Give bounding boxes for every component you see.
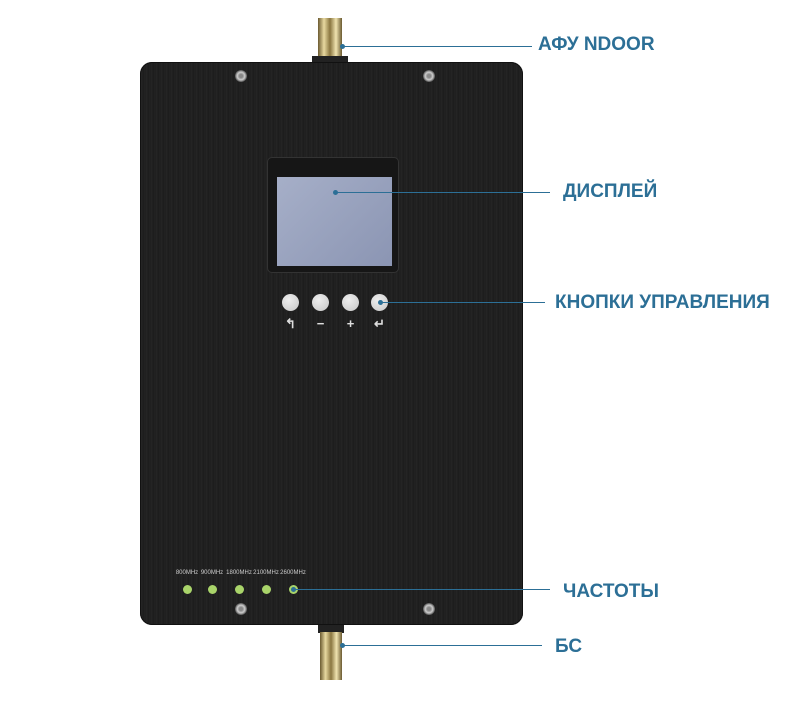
- top-connector-base: [312, 56, 348, 66]
- label-antenna: АФУ NDOOR: [538, 34, 655, 55]
- pointer-line: [342, 645, 542, 646]
- plus-button[interactable]: [342, 294, 359, 311]
- led-1800: [235, 585, 244, 594]
- pointer-line: [293, 589, 550, 590]
- freq-label: 900MHz: [200, 570, 224, 576]
- freq-label: 800MHz: [175, 570, 199, 576]
- pointer-line: [380, 302, 545, 303]
- back-icon: ↰: [285, 316, 296, 331]
- pointer-line: [342, 46, 532, 47]
- screw-icon: [235, 603, 247, 615]
- repeater-body: [140, 62, 523, 625]
- plus-icon: +: [346, 316, 355, 331]
- label-display: ДИСПЛЕЙ: [563, 181, 658, 202]
- enter-icon: ↵: [374, 316, 385, 331]
- freq-label: 2600MHz: [280, 570, 306, 576]
- label-frequencies: ЧАСТОТЫ: [563, 581, 659, 602]
- pointer-line: [335, 192, 550, 193]
- back-button[interactable]: [282, 294, 299, 311]
- label-buttons: КНОПКИ УПРАВЛЕНИЯ: [555, 292, 770, 313]
- bottom-bs-connector: [320, 632, 342, 680]
- screw-icon: [423, 70, 435, 82]
- screw-icon: [423, 603, 435, 615]
- led-2100: [262, 585, 271, 594]
- screw-icon: [235, 70, 247, 82]
- label-base-station: БС: [555, 636, 583, 657]
- top-antenna-connector: [318, 18, 342, 60]
- led-900: [208, 585, 217, 594]
- freq-label: 1800MHz: [226, 570, 252, 576]
- minus-icon: −: [316, 316, 325, 331]
- bottom-connector-base: [318, 625, 344, 633]
- minus-button[interactable]: [312, 294, 329, 311]
- freq-label: 2100MHz: [253, 570, 279, 576]
- led-800: [183, 585, 192, 594]
